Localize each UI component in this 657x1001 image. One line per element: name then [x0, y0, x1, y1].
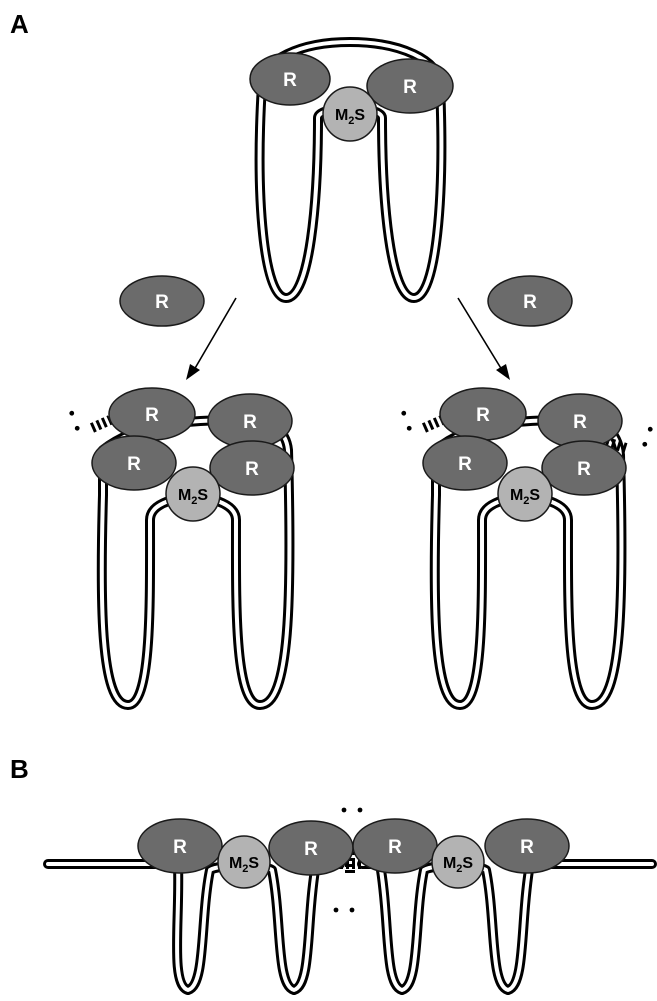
repressor-label: R: [283, 70, 297, 91]
methylase-left: M2S: [166, 467, 220, 521]
repressor-label: R: [155, 292, 169, 313]
panel-label-a: A: [10, 9, 29, 39]
repressor-label: R: [573, 412, 587, 433]
repressor-label: R: [458, 454, 472, 475]
methylase-label-s: S: [197, 487, 208, 504]
methylase-label-m: M: [229, 855, 242, 872]
methylase-label-m: M: [178, 487, 191, 504]
repressor-label: R: [577, 459, 591, 480]
repressor-right-4: R: [542, 441, 626, 495]
repressor-b-1: R: [138, 819, 222, 873]
repressor-right-1: R: [440, 388, 526, 440]
repressor-label: R: [145, 405, 159, 426]
repressor-label: R: [523, 292, 537, 313]
repressor-label: R: [173, 837, 187, 858]
repressor-label: R: [476, 405, 490, 426]
repressor-left-4: R: [210, 441, 294, 495]
repressor-label: R: [403, 77, 417, 98]
scissors-icon: [69, 406, 92, 431]
repressor-b-4: R: [485, 819, 569, 873]
methylase-label-s: S: [529, 487, 540, 504]
repressor-label: R: [388, 837, 402, 858]
repressor-top-right: R: [367, 59, 453, 113]
repressor-left-2: R: [208, 394, 292, 448]
repressor-top-left: R: [250, 53, 330, 105]
repressor-label: R: [304, 839, 318, 860]
repressor-label: R: [520, 837, 534, 858]
repressor-free-right: R: [488, 276, 572, 326]
methylase-label-m: M: [443, 855, 456, 872]
methylase-right: M2S: [498, 467, 552, 521]
scissors-icon: [631, 422, 654, 447]
repressor-b-3: R: [353, 819, 437, 873]
methylase-label-m: M: [510, 487, 523, 504]
dna-linear: [48, 852, 652, 990]
methylase-b-2: M2S: [432, 836, 484, 888]
repressor-label: R: [243, 412, 257, 433]
methylase-label-m: M: [335, 107, 348, 124]
repressor-left-1: R: [109, 388, 195, 440]
methylase-label-s: S: [248, 855, 259, 872]
panel-label-b: B: [10, 754, 29, 784]
methylase-label-s: S: [462, 855, 473, 872]
repressor-left-3: R: [92, 436, 176, 490]
scissors-icon: [401, 406, 424, 431]
methylase-top: M2S: [323, 87, 377, 141]
repressor-b-2: R: [269, 821, 353, 875]
methylase-label-s: S: [354, 107, 365, 124]
repressor-right-2: R: [538, 394, 622, 448]
methylase-b-1: M2S: [218, 836, 270, 888]
repressor-right-3: R: [423, 436, 507, 490]
repressor-free-left: R: [120, 276, 204, 326]
scissors-icon: [342, 808, 363, 824]
scissors-icon: [334, 896, 355, 912]
repressor-label: R: [245, 459, 259, 480]
repressor-label: R: [127, 454, 141, 475]
